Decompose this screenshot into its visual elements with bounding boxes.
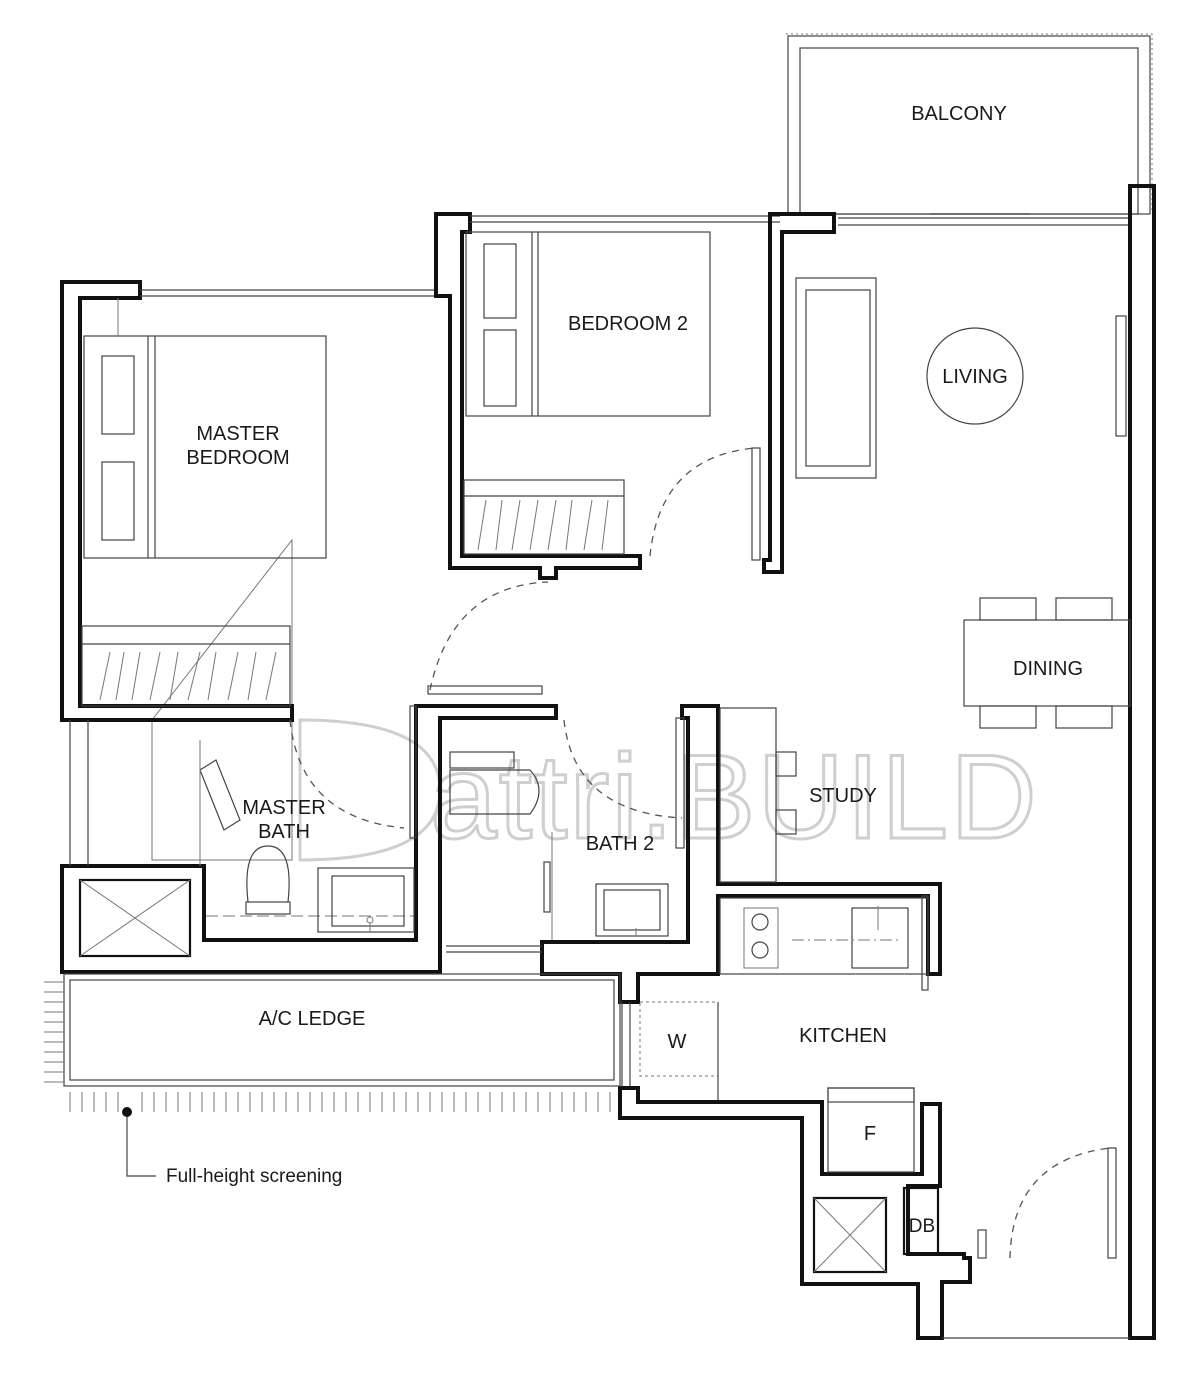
label-living: LIVING: [942, 366, 1008, 388]
master-bedroom-walls: [60, 280, 436, 722]
label-master-bedroom-line2: BEDROOM: [186, 447, 289, 469]
label-balcony: BALCONY: [911, 103, 1007, 125]
watermark: attri.BUILD: [151, 538, 1039, 866]
label-full-height-screening: Full-height screening: [166, 1166, 342, 1187]
door-swings: [289, 447, 1111, 1259]
label-dining: DINING: [1013, 658, 1083, 680]
screening-marker-dot: [122, 1107, 132, 1117]
living-walls: [751, 212, 1131, 729]
kitchen-walls: [618, 895, 1130, 1340]
label-master-bath-line2: BATH: [258, 821, 310, 843]
bath2-walls: [446, 704, 942, 1004]
master-bath-walls: [60, 704, 558, 974]
label-bedroom2: BEDROOM 2: [568, 313, 688, 335]
label-db: DB: [909, 1216, 935, 1237]
label-ac-ledge: A/C LEDGE: [259, 1008, 366, 1030]
label-study: STUDY: [809, 785, 877, 807]
ac-ledge-area: [44, 973, 631, 1177]
watermark-text: attri.BUILD: [430, 730, 1039, 864]
label-bath2: BATH 2: [586, 833, 655, 855]
balcony-area: [786, 33, 1153, 226]
label-washer: W: [668, 1031, 687, 1053]
label-master-bath-line1: MASTER: [242, 797, 325, 819]
bedroom2-walls: [434, 212, 780, 580]
label-fridge: F: [864, 1123, 876, 1145]
label-kitchen: KITCHEN: [799, 1025, 887, 1047]
label-master-bedroom-line1: MASTER: [196, 423, 279, 445]
